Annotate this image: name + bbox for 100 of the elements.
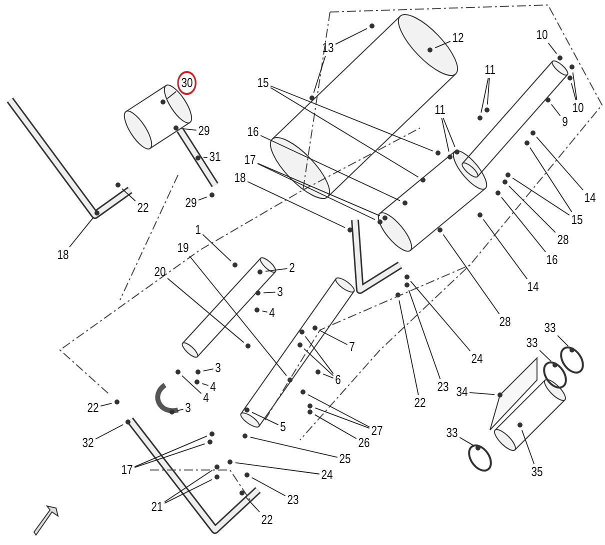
callout-number: 30 <box>177 71 197 95</box>
callout-number: 14 <box>526 280 540 294</box>
leader-line <box>314 414 357 440</box>
callout-number: 1 <box>194 223 202 237</box>
callout-number: 7 <box>348 340 356 354</box>
callout-number: 14 <box>583 191 597 205</box>
leader-line <box>167 278 244 343</box>
callout-number: 27 <box>370 424 384 438</box>
callout-number: 22 <box>86 401 100 415</box>
callout-number: 4 <box>268 306 276 320</box>
callout-number: 3 <box>276 285 284 299</box>
callout-number: 4 <box>209 380 217 394</box>
callout-number: 18 <box>56 248 70 262</box>
leader-line <box>512 178 570 216</box>
callout-number: 10 <box>571 101 585 115</box>
callout-number: 28 <box>498 315 512 329</box>
leader-line <box>122 188 136 202</box>
leader-line <box>486 78 490 105</box>
callout-number: 32 <box>81 436 95 450</box>
leader-line <box>245 496 260 512</box>
callout-number: 24 <box>470 352 484 366</box>
leader-line <box>434 40 451 48</box>
callout-number: 11 <box>484 63 496 77</box>
leader-line <box>202 368 214 372</box>
leader-line <box>69 216 94 248</box>
callout-number: 23 <box>436 380 450 394</box>
leader-line <box>198 196 208 201</box>
callout-number: 33 <box>525 336 539 350</box>
callout-number: 26 <box>357 436 371 450</box>
callout-number: 24 <box>320 468 334 482</box>
leader-line <box>134 436 208 468</box>
leader-line <box>164 470 213 502</box>
leader-line <box>548 42 558 54</box>
leader-line <box>250 436 338 458</box>
leader-line <box>252 412 279 426</box>
leader-line <box>521 430 535 464</box>
callout-number: 5 <box>279 420 287 434</box>
callout-number: 19 <box>176 241 190 255</box>
callout-number: 31 <box>208 150 222 164</box>
callout-number: 3 <box>214 361 222 375</box>
leader-line <box>260 135 400 202</box>
leader-line <box>536 136 584 190</box>
leader-line <box>570 82 576 100</box>
callout-number: 29 <box>197 124 211 138</box>
leader-line <box>530 147 572 212</box>
leader-line <box>314 407 370 429</box>
leader-line <box>270 86 434 152</box>
leader-line <box>100 402 112 407</box>
callout-number: 9 <box>561 115 569 129</box>
callout-number: 33 <box>445 426 459 440</box>
leader-line <box>203 156 208 158</box>
leader-line <box>164 479 213 504</box>
leader-line <box>459 436 474 446</box>
callout-number: 28 <box>556 233 570 247</box>
leader-line <box>335 28 368 45</box>
leader-line <box>482 218 528 280</box>
leader-line <box>480 78 489 114</box>
leader-line <box>189 256 287 376</box>
leader-line <box>398 300 419 396</box>
callout-number: 22 <box>260 513 274 527</box>
leader-line <box>442 234 500 314</box>
callout-number: 17 <box>120 463 134 477</box>
callout-number: 6 <box>334 373 342 387</box>
leader-line <box>508 185 556 233</box>
callout-number: 23 <box>286 493 300 507</box>
callout-number: 29 <box>184 196 198 210</box>
callout-number: 2 <box>288 261 296 275</box>
leader-line <box>270 87 419 178</box>
callout-number: 16 <box>246 125 260 139</box>
callout-number: 15 <box>256 76 270 90</box>
leader-line <box>304 348 334 376</box>
callout-number: 35 <box>530 465 544 479</box>
callout-number: 18 <box>233 171 247 185</box>
leader-line <box>550 104 561 116</box>
callout-number: 17 <box>243 153 257 167</box>
leader-line <box>322 374 334 379</box>
leader-line <box>263 292 276 294</box>
leader-line <box>262 310 268 313</box>
leader-line <box>304 336 334 374</box>
leader-line <box>166 91 177 100</box>
leader-line <box>557 335 569 347</box>
leader-line <box>251 477 286 496</box>
leader-line <box>410 280 471 352</box>
leader-line <box>247 181 346 228</box>
callout-number: 34 <box>455 385 469 399</box>
callout-number: 22 <box>413 396 427 410</box>
callout-number: 10 <box>535 28 549 42</box>
leader-line <box>501 196 546 252</box>
callout-number: 15 <box>570 213 584 227</box>
callout-number: 16 <box>545 253 559 267</box>
leader-line <box>202 234 232 262</box>
leader-line <box>313 56 326 94</box>
leader-line <box>572 72 578 100</box>
callout-number: 3 <box>184 401 192 415</box>
callout-number: 11 <box>434 103 446 117</box>
leader-line <box>319 330 348 346</box>
leader-line <box>134 443 206 468</box>
callout-number: 12 <box>451 31 465 45</box>
leader-line <box>95 424 124 440</box>
callout-number: 22 <box>136 201 150 215</box>
